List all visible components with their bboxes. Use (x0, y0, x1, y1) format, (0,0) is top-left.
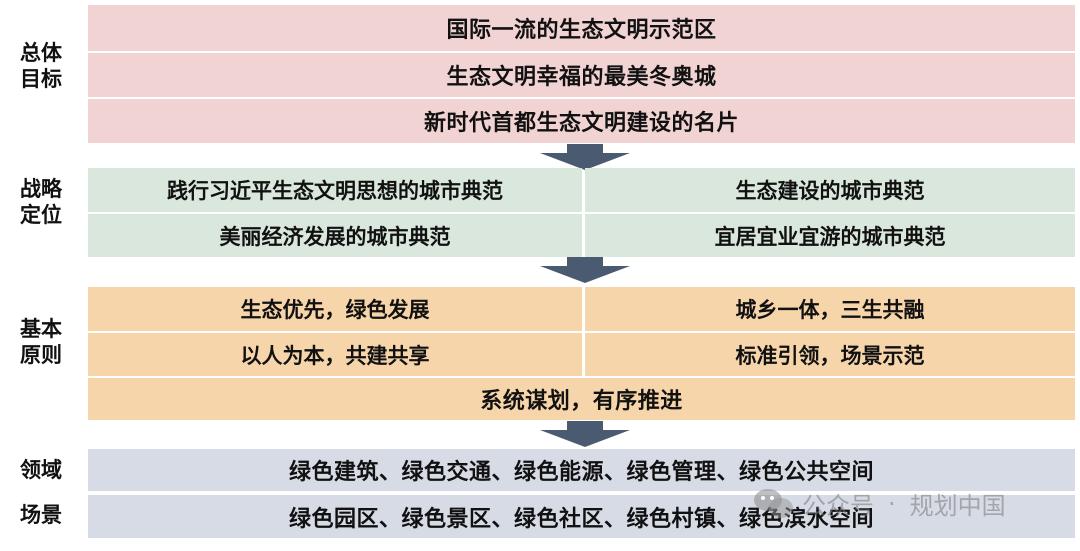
label-line: 原则 (20, 343, 62, 367)
principle-row-5: 系统谋划，有序推进 (88, 378, 1075, 420)
section-label-positioning: 战略 定位 (0, 176, 82, 228)
label-line: 总体 (20, 41, 62, 65)
positioning-cell-2: 生态建设的城市典范 (585, 168, 1075, 212)
positioning-text: 生态建设的城市典范 (735, 179, 925, 203)
principle-cell-4: 标准引领，场景示范 (585, 333, 1075, 376)
positioning-cell-1: 践行习近平生态文明思想的城市典范 (88, 168, 582, 212)
label-line: 战略 (20, 177, 62, 201)
positioning-text: 宜居宜业宜游的城市典范 (714, 224, 946, 249)
scenario-text: 绿色建筑、绿色交通、绿色能源、绿色管理、绿色公共空间 (288, 460, 874, 485)
principle-text: 以人为本，共建共享 (240, 343, 430, 368)
goal-row-3: 新时代首都生态文明建设的名片 (88, 99, 1075, 143)
down-arrow-icon (540, 257, 630, 283)
goal-row-1: 国际一流的生态文明示范区 (88, 5, 1075, 51)
scenario-row-1: 绿色建筑、绿色交通、绿色能源、绿色管理、绿色公共空间 (88, 449, 1075, 491)
label-line: 领域 (20, 458, 62, 482)
label-line: 定位 (20, 203, 62, 227)
scenario-text: 绿色园区、绿色景区、绿色社区、绿色村镇、绿色滨水空间 (288, 506, 874, 532)
principle-text: 城乡一体，三生共融 (735, 298, 925, 322)
down-arrow-icon (540, 144, 630, 170)
principle-text: 标准引领，场景示范 (735, 343, 925, 368)
principle-cell-2: 城乡一体，三生共融 (585, 287, 1075, 331)
positioning-text: 践行习近平生态文明思想的城市典范 (167, 179, 503, 203)
section-label-goals: 总体 目标 (0, 40, 82, 92)
goal-text: 国际一流的生态文明示范区 (446, 18, 717, 43)
down-arrow-icon (540, 421, 630, 447)
scenario-row-2: 绿色园区、绿色景区、绿色社区、绿色村镇、绿色滨水空间 (88, 495, 1075, 538)
label-line: 目标 (20, 67, 62, 91)
goal-text: 生态文明幸福的最美冬奥城 (446, 65, 717, 90)
principle-text: 系统谋划，有序推进 (480, 389, 683, 414)
principle-text: 生态优先，绿色发展 (240, 298, 430, 322)
positioning-text: 美丽经济发展的城市典范 (219, 224, 451, 249)
principle-cell-3: 以人为本，共建共享 (88, 333, 582, 376)
label-line: 基本 (20, 317, 62, 341)
label-line: 场景 (20, 503, 62, 527)
positioning-cell-3: 美丽经济发展的城市典范 (88, 214, 582, 257)
principle-cell-1: 生态优先，绿色发展 (88, 287, 582, 331)
section-label-scenarios: 领域 场景 (0, 448, 82, 538)
goal-row-2: 生态文明幸福的最美冬奥城 (88, 53, 1075, 97)
section-label-principles: 基本 原则 (0, 316, 82, 368)
goal-text: 新时代首都生态文明建设的名片 (423, 111, 739, 136)
positioning-cell-4: 宜居宜业宜游的城市典范 (585, 214, 1075, 257)
